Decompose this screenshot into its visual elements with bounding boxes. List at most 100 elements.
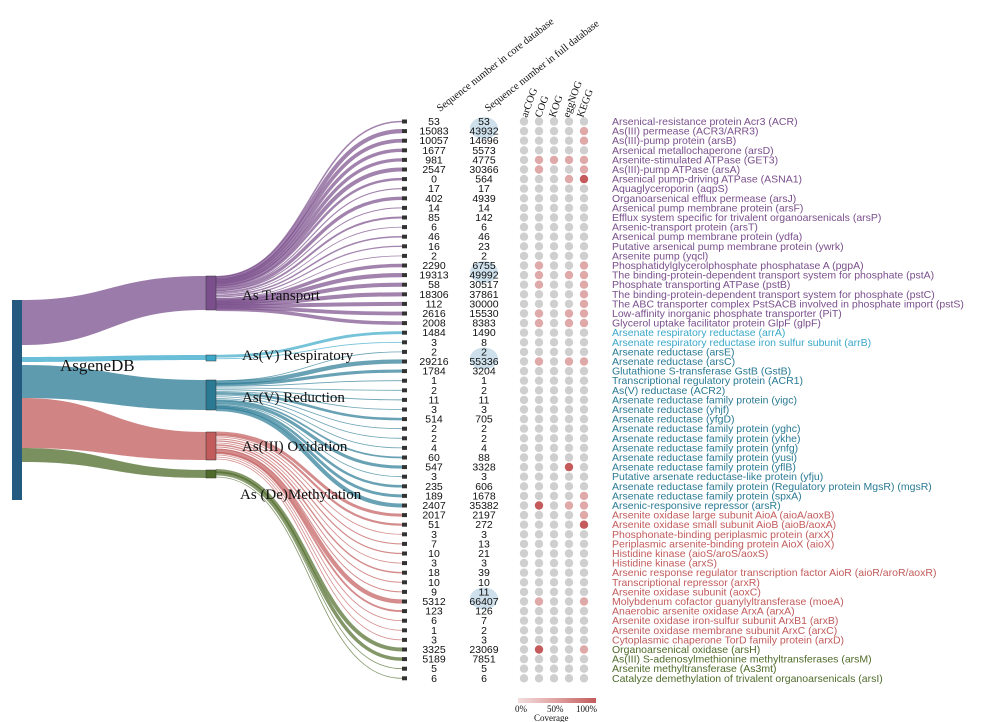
core-count: 3 [431,558,437,570]
gene-name: Transcriptional regulatory protein (ACR1… [612,375,803,387]
core-count: 3 [431,337,437,349]
coverage-dot-arcog [519,299,529,309]
flow-gene-44 [215,438,403,545]
category-node-transport [205,275,217,311]
gene-node-31 [402,417,407,422]
category-node-reduction [205,379,217,411]
coverage-dot-cog [534,510,544,520]
gene-node-27 [402,378,407,383]
full-count: 46 [478,231,490,243]
flow-gene-48 [215,446,403,583]
gene-node-54 [402,637,407,642]
coverage-dot-eggnog [564,318,574,328]
core-count: 514 [425,414,443,426]
core-count: 1677 [422,145,446,157]
coverage-dot-cog [534,376,544,385]
flow-gene-51 [215,452,403,613]
coverage-dot-arcog [519,251,529,261]
coverage-dot-kegg [579,366,589,376]
coverage-dot-eggnog [564,549,574,558]
coverage-dot-cog [534,472,544,481]
coverage-dot-eggnog [564,472,574,481]
gene-name: Arsenate reductase family protein (spxA) [612,490,802,502]
gene-node-18 [402,292,407,297]
coverage-dot-kog [549,578,559,587]
coverage-dot-arcog [519,194,529,203]
coverage-dot-kog [549,424,559,433]
coverage-dot-kegg [579,549,589,558]
coverage-dot-kog [549,664,559,673]
gene-name: Phosphate transporting ATPase (pstB) [612,279,790,291]
core-count: 0 [431,174,437,186]
gene-name: Arsenical metallochaperone (arsD) [612,145,774,157]
coverage-dot-kegg [579,443,589,453]
coverage-dot-kog [549,530,559,539]
gene-node-55 [402,647,407,652]
gene-name: Histidine kinase (arxS) [612,558,717,570]
coverage-dot-arcog [519,664,529,673]
flow-gene-22 [215,331,403,358]
gene-node-58 [402,676,407,681]
coverage-dot-cog [534,117,544,126]
gene-node-40 [402,503,407,508]
gene-node-45 [402,551,407,556]
coverage-dot-kegg [579,558,589,568]
gene-name: Arsenite oxidase iron-sulfur subunit Arx… [612,615,838,627]
gene-node-3 [402,148,407,153]
gene-node-36 [402,465,407,470]
coverage-gradient-bar [518,698,596,703]
coverage-dot-kegg [579,155,589,165]
coverage-dot-kog [549,405,559,414]
coverage-dot-cog [534,539,544,549]
coverage-dot-eggnog [564,405,574,414]
flow-gene-46 [215,442,403,564]
coverage-dot-cog [534,578,544,587]
core-count: 3 [431,471,437,483]
coverage-dot-cog [534,213,544,222]
coverage-dot-eggnog [564,328,574,337]
full-count: 4 [481,442,487,454]
coverage-dot-cog [534,491,544,501]
coverage-dot-cog [534,664,544,673]
flow-gene-37 [215,403,403,478]
coverage-dot-arcog [519,434,529,443]
coverage-dot-kegg [579,597,589,606]
coverage-dot-arcog [519,318,529,328]
coverage-dot-kog [549,635,559,645]
coverage-dot-arcog [519,626,529,635]
flow-gene-54 [215,458,403,641]
legend-title: Coverage [534,713,568,722]
coverage-dot-arcog [519,462,529,472]
coverage-dot-kegg [579,520,589,529]
core-count: 5189 [422,654,446,666]
coverage-dot-eggnog [564,347,574,357]
gene-node-39 [402,493,407,498]
full-count: 30366 [469,164,498,176]
flow-gene-9 [215,207,403,292]
coverage-dot-eggnog [564,520,574,529]
coverage-dot-kog [549,482,559,491]
full-count: 88 [478,452,490,464]
flow-gene-28 [215,387,403,391]
coverage-dot-cog [534,635,544,645]
full-count: 2 [481,385,487,397]
gene-name: Glycerol uptake facilitator protein GlpF… [612,318,821,330]
gene-node-52 [402,618,407,623]
coverage-dot-eggnog [564,597,574,606]
coverage-dot-arcog [519,386,529,395]
coverage-dot-cog [534,366,544,376]
